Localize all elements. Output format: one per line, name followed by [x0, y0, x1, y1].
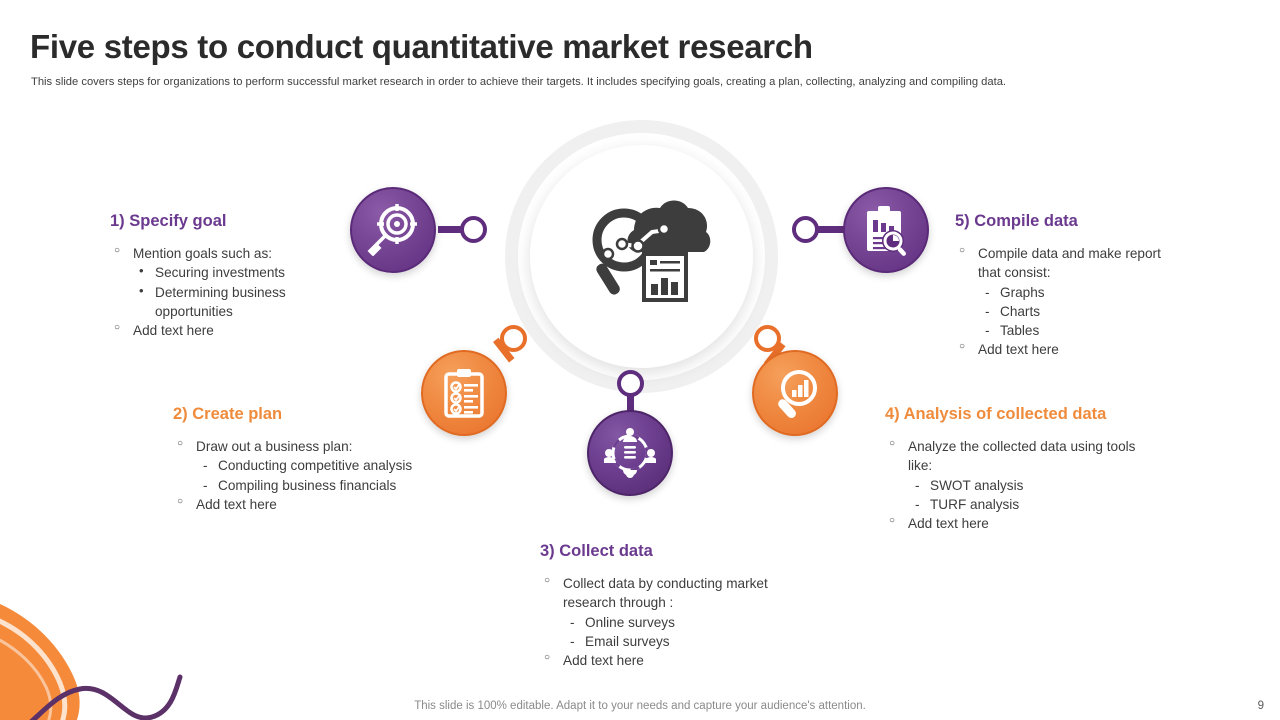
- list-item: Charts: [978, 302, 1185, 322]
- connector-line-3: [627, 385, 634, 411]
- step-heading-5: 5) Compile data: [955, 212, 1078, 230]
- bullet-text: Compiling business financials: [218, 477, 397, 493]
- bullet-text: Compile data and make report that consis…: [978, 246, 1161, 281]
- page-subtitle: This slide covers steps for organization…: [31, 76, 1007, 88]
- bullet-text: Charts: [1000, 303, 1041, 319]
- bullet-text: Graphs: [1000, 284, 1045, 300]
- bullet-text: Collect data by conducting market resear…: [563, 576, 768, 611]
- list-item: Tables: [978, 321, 1185, 341]
- bullet-text: Online surveys: [585, 614, 675, 630]
- connector-ring-1: [460, 216, 487, 243]
- list-item: TURF analysis: [908, 495, 1155, 515]
- list-item: Add text here: [173, 495, 423, 514]
- list-item: Securing investments: [133, 262, 360, 282]
- list-item: Analyze the collected data using tools l…: [885, 437, 1155, 514]
- bullet-text: Securing investments: [155, 265, 285, 281]
- list-item: Add text here: [885, 514, 1155, 533]
- list-item: Compiling business financials: [196, 476, 423, 496]
- list-item: Compile data and make report that consis…: [955, 244, 1185, 341]
- step-text-block-5: 5) Compile data Compile data and make re…: [955, 212, 1185, 360]
- connector-ring-5: [792, 216, 819, 243]
- list-item: SWOT analysis: [908, 476, 1155, 496]
- list-item: Conducting competitive analysis: [196, 456, 423, 476]
- step-heading-3: 3) Collect data: [540, 542, 653, 560]
- step-bullets-3: Collect data by conducting market resear…: [540, 574, 795, 670]
- step-node-2[interactable]: [421, 350, 507, 436]
- bullet-text: Add text here: [908, 516, 989, 532]
- bullet-text: TURF analysis: [930, 496, 1020, 512]
- bullet-text: Tables: [1000, 323, 1040, 339]
- bullet-text: Analyze the collected data using tools l…: [908, 439, 1136, 474]
- bullet-text: Add text here: [978, 342, 1059, 358]
- step-node-5[interactable]: [843, 187, 929, 273]
- brush-stroke-decoration: [0, 604, 183, 720]
- magnifier-barchart-icon: [754, 352, 836, 434]
- step-node-1[interactable]: [350, 187, 436, 273]
- bullet-text: Conducting competitive analysis: [218, 458, 413, 474]
- bullet-text: Email surveys: [585, 633, 670, 649]
- list-item: Add text here: [955, 340, 1185, 359]
- list-item: Online surveys: [563, 613, 795, 633]
- step-text-block-3: 3) Collect data Collect data by conducti…: [540, 542, 795, 670]
- connector-line-5: [818, 226, 844, 233]
- people-network-data-icon: [589, 412, 671, 494]
- list-item: Mention goals such as: Securing investme…: [110, 244, 360, 321]
- page-number: 9: [1257, 700, 1264, 712]
- step-heading-2: 2) Create plan: [173, 405, 283, 423]
- step-bullets-1: Mention goals such as: Securing investme…: [110, 244, 360, 340]
- clipboard-checklist-icon: [423, 352, 505, 434]
- list-item: Determining business opportunities: [133, 282, 360, 322]
- connector-line-1: [438, 226, 464, 233]
- bullet-text: SWOT analysis: [930, 477, 1024, 493]
- list-item: Draw out a business plan: Conducting com…: [173, 437, 423, 495]
- page-title: Five steps to conduct quantitative marke…: [30, 28, 813, 65]
- magnifier-cloud-report-icon: [592, 200, 711, 302]
- step-bullets-4: Analyze the collected data using tools l…: [885, 437, 1155, 533]
- list-item: Email surveys: [563, 632, 795, 652]
- list-item: Add text here: [110, 321, 360, 340]
- list-item: Add text here: [540, 651, 795, 670]
- step-heading-4: 4) Analysis of collected data: [885, 405, 1107, 423]
- list-item: Collect data by conducting market resear…: [540, 574, 795, 651]
- bullet-text: Add text here: [563, 653, 644, 669]
- bullet-text: Mention goals such as:: [133, 246, 273, 261]
- process-diagram: [340, 120, 940, 540]
- bullet-text: Determining business opportunities: [155, 284, 286, 319]
- step-text-block-1: 1) Specify goal Mention goals such as: S…: [110, 212, 360, 340]
- step-text-block-2: 2) Create plan Draw out a business plan:…: [173, 405, 423, 514]
- step-bullets-2: Draw out a business plan: Conducting com…: [173, 437, 423, 514]
- report-magnifier-icon: [845, 189, 927, 271]
- footer-note: This slide is 100% editable. Adapt it to…: [414, 700, 866, 712]
- list-item: Graphs: [978, 283, 1185, 303]
- target-magnifier-icon: [352, 189, 434, 271]
- bullet-text: Add text here: [196, 496, 277, 512]
- bullet-text: Add text here: [133, 323, 214, 339]
- bullet-text: Draw out a business plan:: [196, 439, 353, 454]
- step-bullets-5: Compile data and make report that consis…: [955, 244, 1185, 360]
- connector-ring-2: [500, 325, 527, 352]
- step-text-block-4: 4) Analysis of collected data Analyze th…: [885, 405, 1155, 533]
- connector-ring-4: [754, 325, 781, 352]
- connector-ring-3: [617, 370, 644, 397]
- step-node-4[interactable]: [752, 350, 838, 436]
- step-heading-1: 1) Specify goal: [110, 212, 227, 230]
- step-node-3[interactable]: [587, 410, 673, 496]
